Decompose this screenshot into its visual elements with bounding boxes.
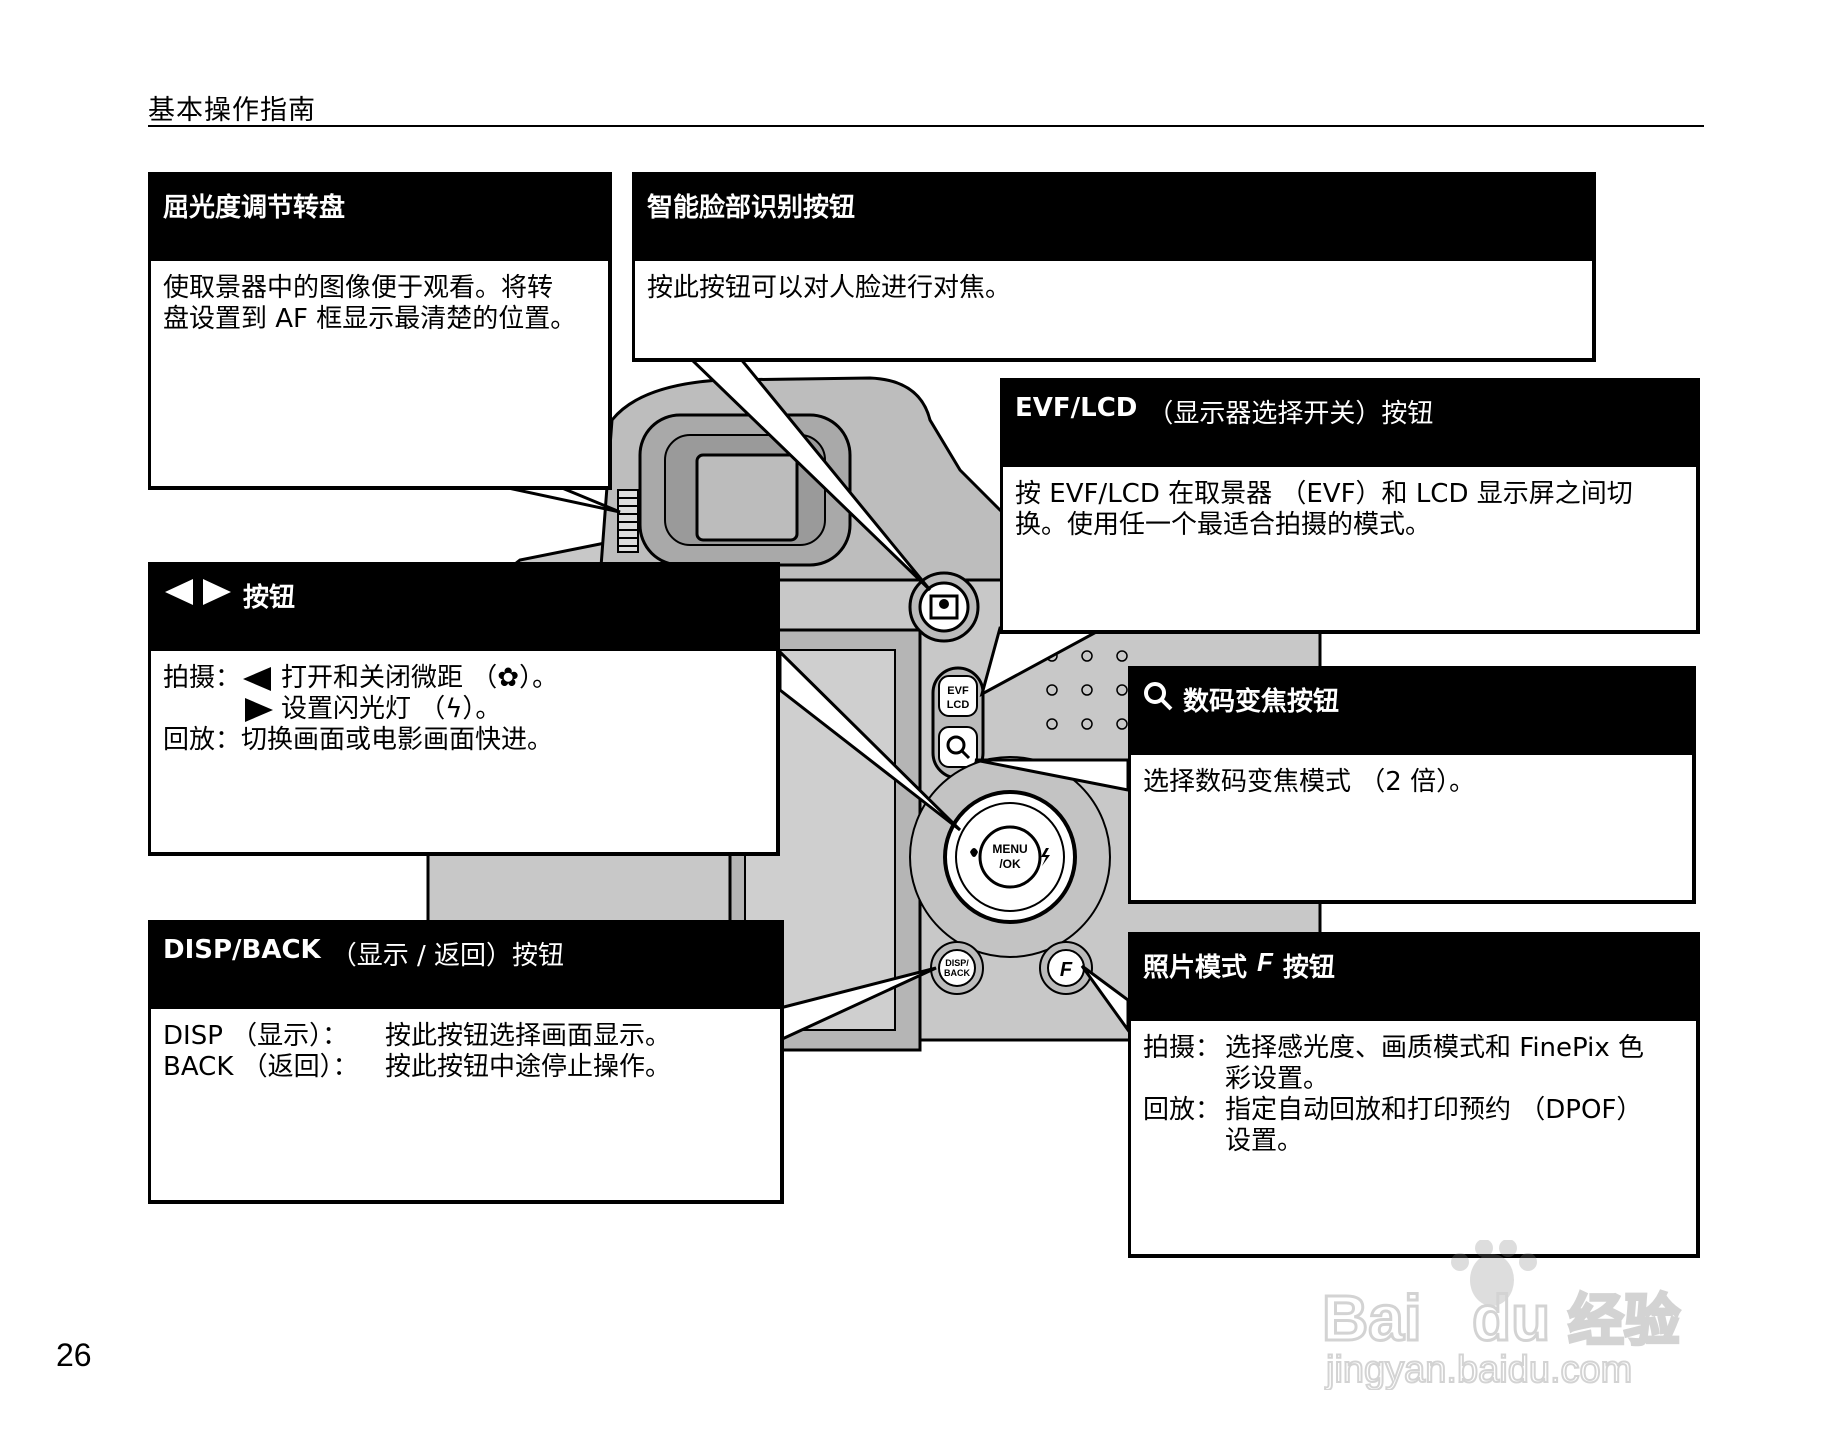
callout-left-right: 按钮 拍摄： 打开和关闭微距 （ ✿ ）。 设置闪光灯 （ ϟ ）。 回放： 切… <box>148 562 780 856</box>
back-label: BACK <box>944 968 970 978</box>
svg-text:du: du <box>1472 1282 1550 1354</box>
left-arrow-icon <box>243 667 272 691</box>
disp-label: DISP/ <box>945 958 969 968</box>
svg-text:jingyan.baidu.com: jingyan.baidu.com <box>1325 1349 1632 1390</box>
evf-lcd-button <box>938 675 978 717</box>
pointer-diopter <box>507 486 621 514</box>
playback-row: 回放： 切换画面或电影画面快进。 <box>163 725 554 755</box>
svg-text:经验: 经验 <box>1568 1289 1680 1354</box>
callout-title: 智能脸部识别按钮 <box>635 175 1592 261</box>
flash-icon <box>1041 848 1050 866</box>
callout-diopter: 屈光度调节转盘 使取景器中的图像便于观看。将转 盘设置到 AF 框显示最清楚的位… <box>148 172 612 490</box>
face-detect-icon <box>929 594 959 620</box>
header-rule <box>148 125 1704 127</box>
f-button-label: F <box>1060 959 1073 981</box>
callout-line: 按 EVF/LCD 在取景器 （EVF）和 LCD 显示屏之间切 <box>1015 479 1633 509</box>
disp-row: DISP （显示）： 按此按钮选择画面显示。 <box>163 1021 672 1051</box>
lcd-label: LCD <box>947 699 970 711</box>
flash-icon: ϟ <box>445 694 463 724</box>
viewfinder-window <box>695 453 799 542</box>
f-icon: F <box>1257 947 1273 977</box>
callout-line: 使取景器中的图像便于观看。将转 <box>163 273 554 303</box>
page-header: 基本操作指南 <box>148 95 316 126</box>
callout-title: 照片模式 F 按钮 <box>1131 935 1696 1021</box>
callout-line: 按此按钮可以对人脸进行对焦。 <box>647 273 1012 303</box>
callout-line: 盘设置到 AF 框显示最清楚的位置。 <box>163 304 577 334</box>
callout-disp-back: DISP/BACK （显示 / 返回）按钮 DISP （显示）： 按此按钮选择画… <box>148 920 784 1204</box>
callout-title: 屈光度调节转盘 <box>151 175 608 261</box>
right-arrow-icon <box>245 698 273 722</box>
menu-ok-button <box>978 825 1042 889</box>
callout-evf-lcd: EVF/LCD （显示器选择开关）按钮 按 EVF/LCD 在取景器 （EVF）… <box>1000 378 1700 634</box>
zoom-button <box>938 726 978 768</box>
callout-line: 选择数码变焦模式 （2 倍）。 <box>1143 767 1476 797</box>
callout-pointers <box>507 356 1130 1043</box>
callout-face-detect: 智能脸部识别按钮 按此按钮可以对人脸进行对焦。 <box>632 172 1596 362</box>
paw-logo <box>1451 1240 1537 1306</box>
macro-icon: ✿ <box>497 663 520 693</box>
shoot-row: 拍摄： 选择感光度、画质模式和 FinePix 色 彩设置。 <box>1143 1033 1645 1094</box>
pointer-left-right <box>778 648 962 832</box>
callout-title: EVF/LCD （显示器选择开关）按钮 <box>1003 381 1696 467</box>
left-right-arrows-icon <box>165 579 231 605</box>
svg-text:Bai: Bai <box>1322 1282 1422 1354</box>
magnifier-icon <box>1144 682 1173 711</box>
shoot-row-right: 设置闪光灯 （ ϟ ）。 <box>163 694 764 725</box>
evf-label: EVF <box>947 685 969 697</box>
callout-title: DISP/BACK （显示 / 返回）按钮 <box>151 923 780 1009</box>
disp-back-button <box>938 949 976 987</box>
zoom-button-magnifier-icon <box>946 735 966 755</box>
callout-line: 换。使用任一个最适合拍摄的模式。 <box>1015 510 1432 540</box>
page-number: 26 <box>56 1337 92 1373</box>
ok-label: /OK <box>999 857 1021 871</box>
playback-row: 回放： 指定自动回放和打印预约 （DPOF） 设置。 <box>1143 1095 1643 1156</box>
baidu-watermark: Bai du 经验 jingyan.baidu.com <box>1321 1240 1682 1390</box>
shoot-row-left: 拍摄： 打开和关闭微距 （ ✿ ）。 <box>163 663 559 693</box>
callout-title: 按钮 <box>151 565 776 651</box>
callout-zoom: 数码变焦按钮 选择数码变焦模式 （2 倍）。 <box>1128 666 1696 904</box>
callout-title: 数码变焦按钮 <box>1131 669 1692 755</box>
macro-flower-icon <box>970 848 978 857</box>
menu-label: MENU <box>992 842 1027 856</box>
callout-photo-mode: 照片模式 F 按钮 拍摄： 选择感光度、画质模式和 FinePix 色 彩设置。… <box>1128 932 1700 1258</box>
back-row: BACK （返回）： 按此按钮中途停止操作。 <box>163 1052 672 1082</box>
